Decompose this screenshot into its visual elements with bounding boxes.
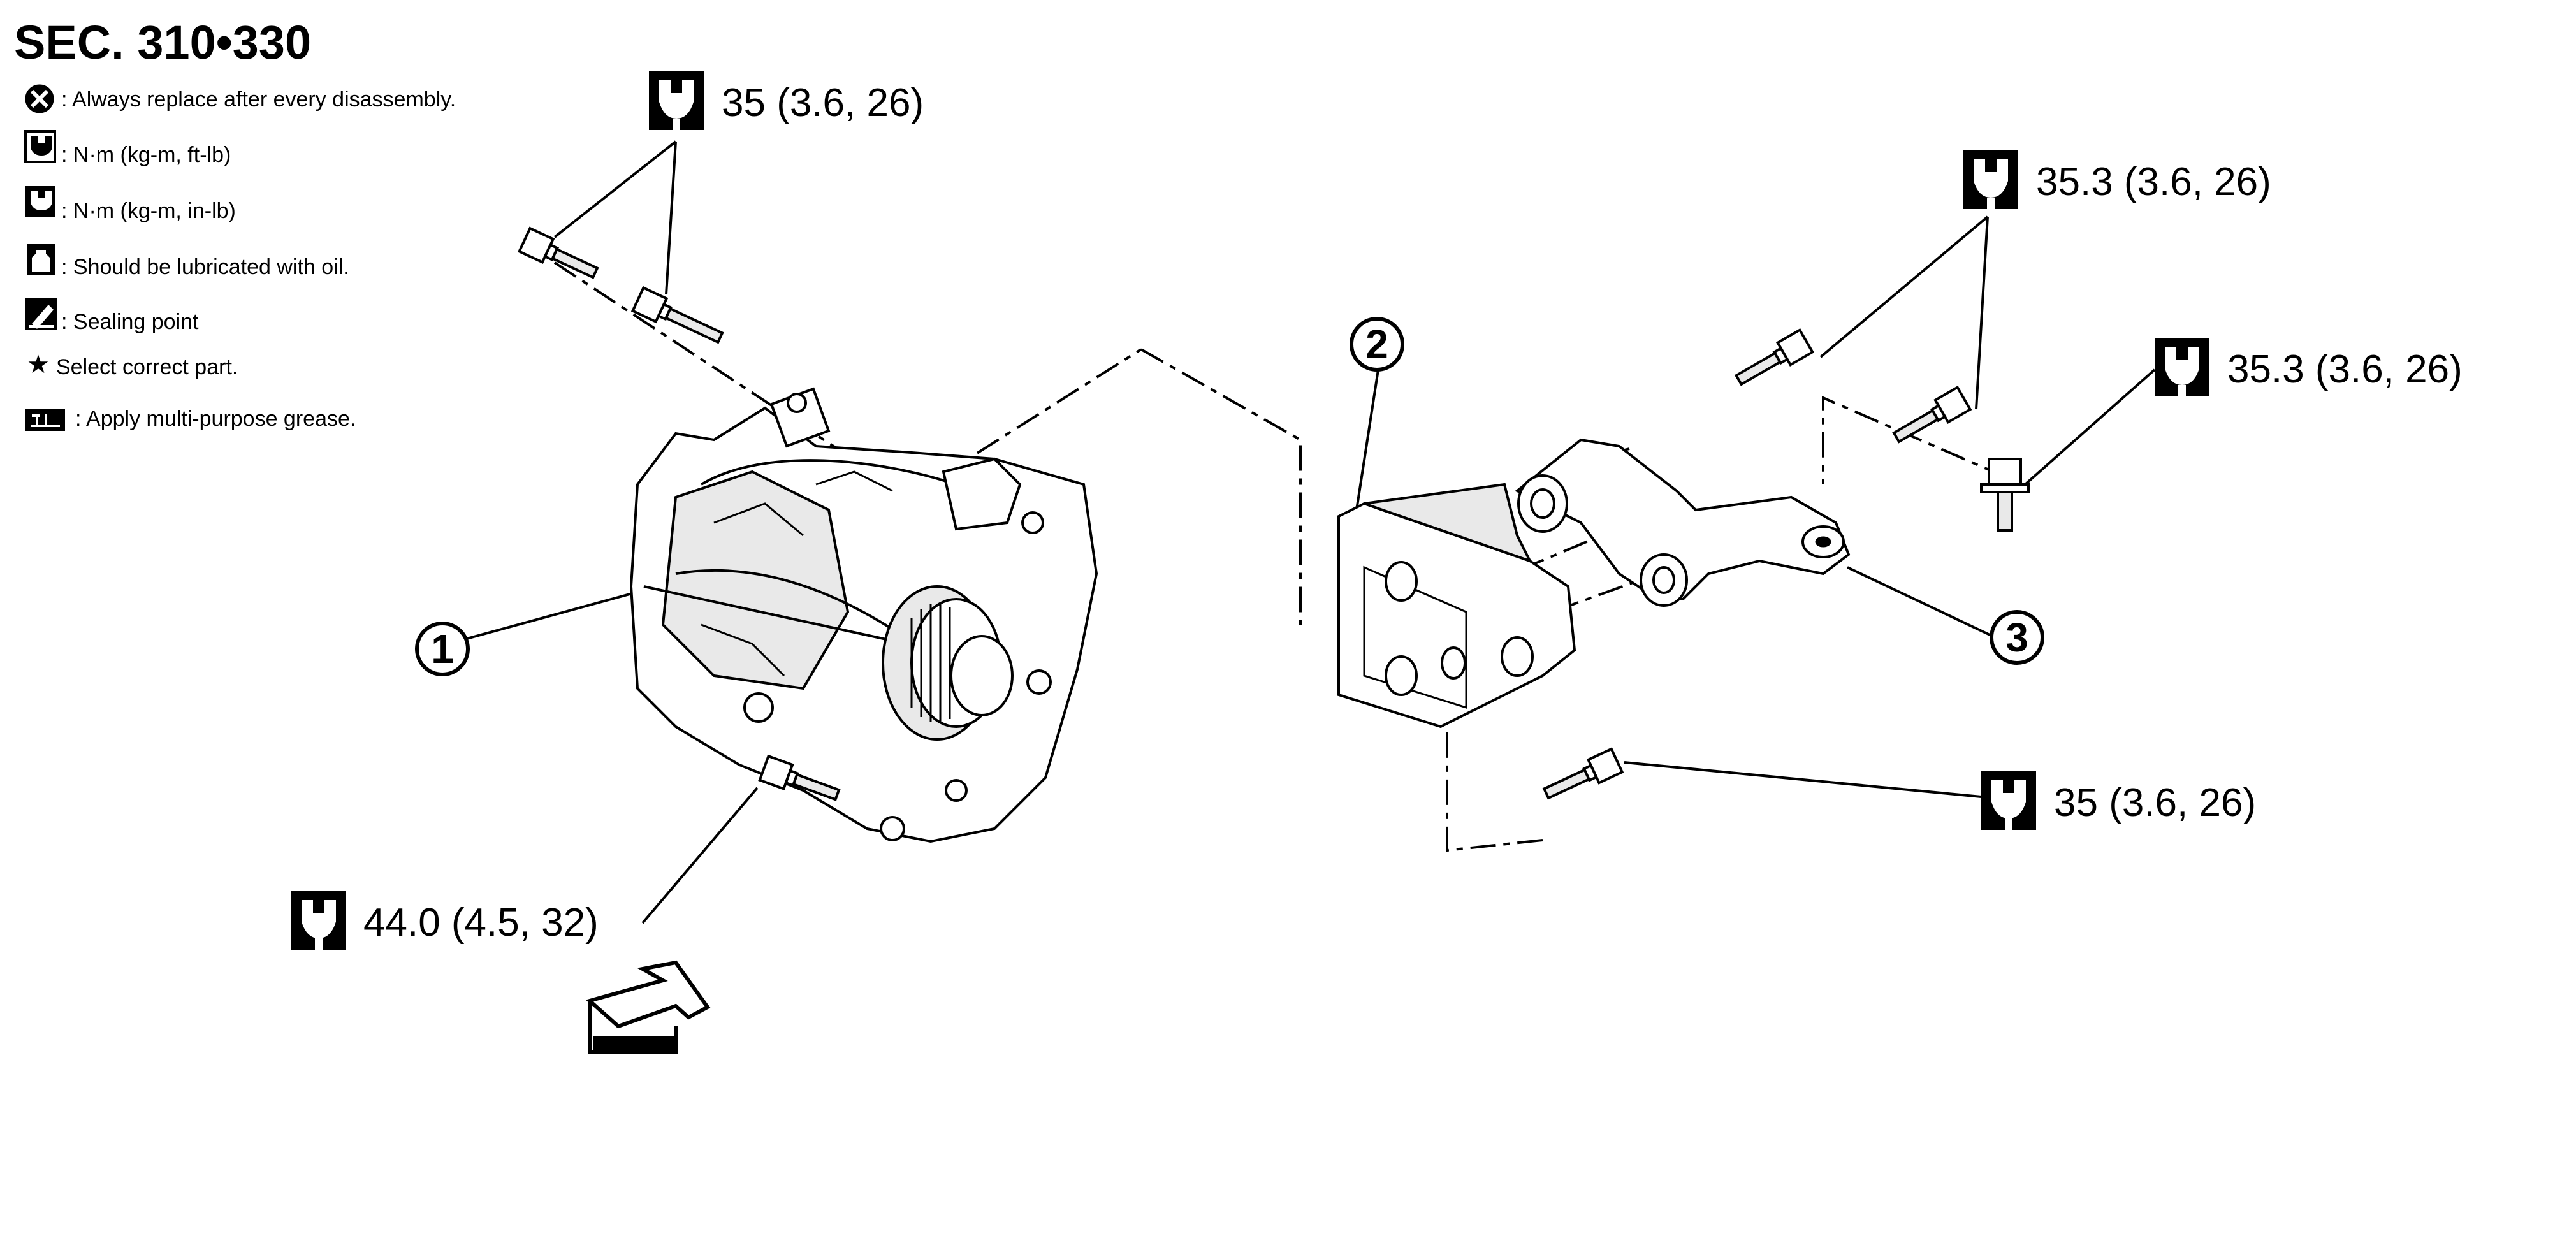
legend-item-oil: : Should be lubricated with oil. (61, 255, 349, 279)
torque-wrench-icon (1981, 771, 2036, 830)
torque-spec-right: 35.3 (3.6, 26) (2155, 338, 2463, 396)
replace-part-icon (25, 84, 54, 113)
bolts-left (517, 226, 841, 801)
svg-text:35 (3.6, 26): 35 (3.6, 26) (722, 81, 924, 125)
svg-text:35.3 (3.6, 26): 35.3 (3.6, 26) (2227, 347, 2463, 391)
svg-text:3: 3 (2005, 614, 2028, 660)
bolt (630, 286, 724, 344)
callout-1: 1 (415, 622, 470, 676)
oil-can-icon (27, 244, 55, 275)
grease-icon (25, 409, 65, 431)
star-icon: ★ (27, 350, 50, 379)
bolt (758, 754, 841, 801)
sealant-icon (25, 298, 57, 330)
bolt (1734, 328, 1815, 386)
torque-spec-bottom-left: 44.0 (4.5, 32) (291, 891, 599, 950)
bolts-right (1542, 328, 2030, 800)
legend-item-star: Select correct part. (56, 355, 238, 379)
front-arrow-icon (585, 960, 711, 1054)
torque-wrench-ftlb-icon (24, 130, 56, 163)
torque-wrench-icon (291, 891, 346, 950)
torque-wrench-icon (2155, 338, 2209, 396)
legend-item-ftlb: : N·m (kg-m, ft-lb) (61, 143, 231, 167)
legend-item-grease: : Apply multi-purpose grease. (75, 407, 356, 431)
svg-text:35.3 (3.6, 26): 35.3 (3.6, 26) (2036, 160, 2271, 204)
part-2-bracket (1337, 483, 1576, 729)
legend-item-replace: : Always replace after every disassembly… (61, 87, 456, 112)
bolt (1892, 385, 1972, 444)
legend-item-inlb: : N·m (kg-m, in-lb) (61, 199, 236, 223)
legend: : Always replace after every disassembly… (24, 84, 456, 431)
torque-spec-top-left: 35 (3.6, 26) (649, 71, 924, 130)
svg-text:2: 2 (1365, 321, 1388, 367)
bolt (517, 226, 599, 279)
callout-2: 2 (1350, 317, 1404, 372)
torque-spec-lower-right: 35 (3.6, 26) (1981, 771, 2256, 830)
torque-spec-upper-right: 35.3 (3.6, 26) (1963, 150, 2271, 209)
torque-wrench-icon (1963, 150, 2018, 209)
bolt (1980, 458, 2030, 532)
svg-text:1: 1 (431, 626, 454, 672)
torque-wrench-icon (649, 71, 704, 130)
section-title: SEC. 310•330 (14, 16, 311, 69)
part-1-housing (629, 387, 1098, 843)
callout-3: 3 (1990, 610, 2044, 665)
svg-text:35 (3.6, 26): 35 (3.6, 26) (2054, 781, 2256, 825)
leader-lines (452, 140, 2156, 924)
legend-item-sealing: : Sealing point (61, 310, 199, 334)
torque-wrench-inlb-icon (25, 186, 55, 217)
svg-text:44.0 (4.5, 32): 44.0 (4.5, 32) (363, 901, 599, 945)
bolt (1542, 747, 1624, 800)
part-3-arm (1515, 438, 1851, 607)
